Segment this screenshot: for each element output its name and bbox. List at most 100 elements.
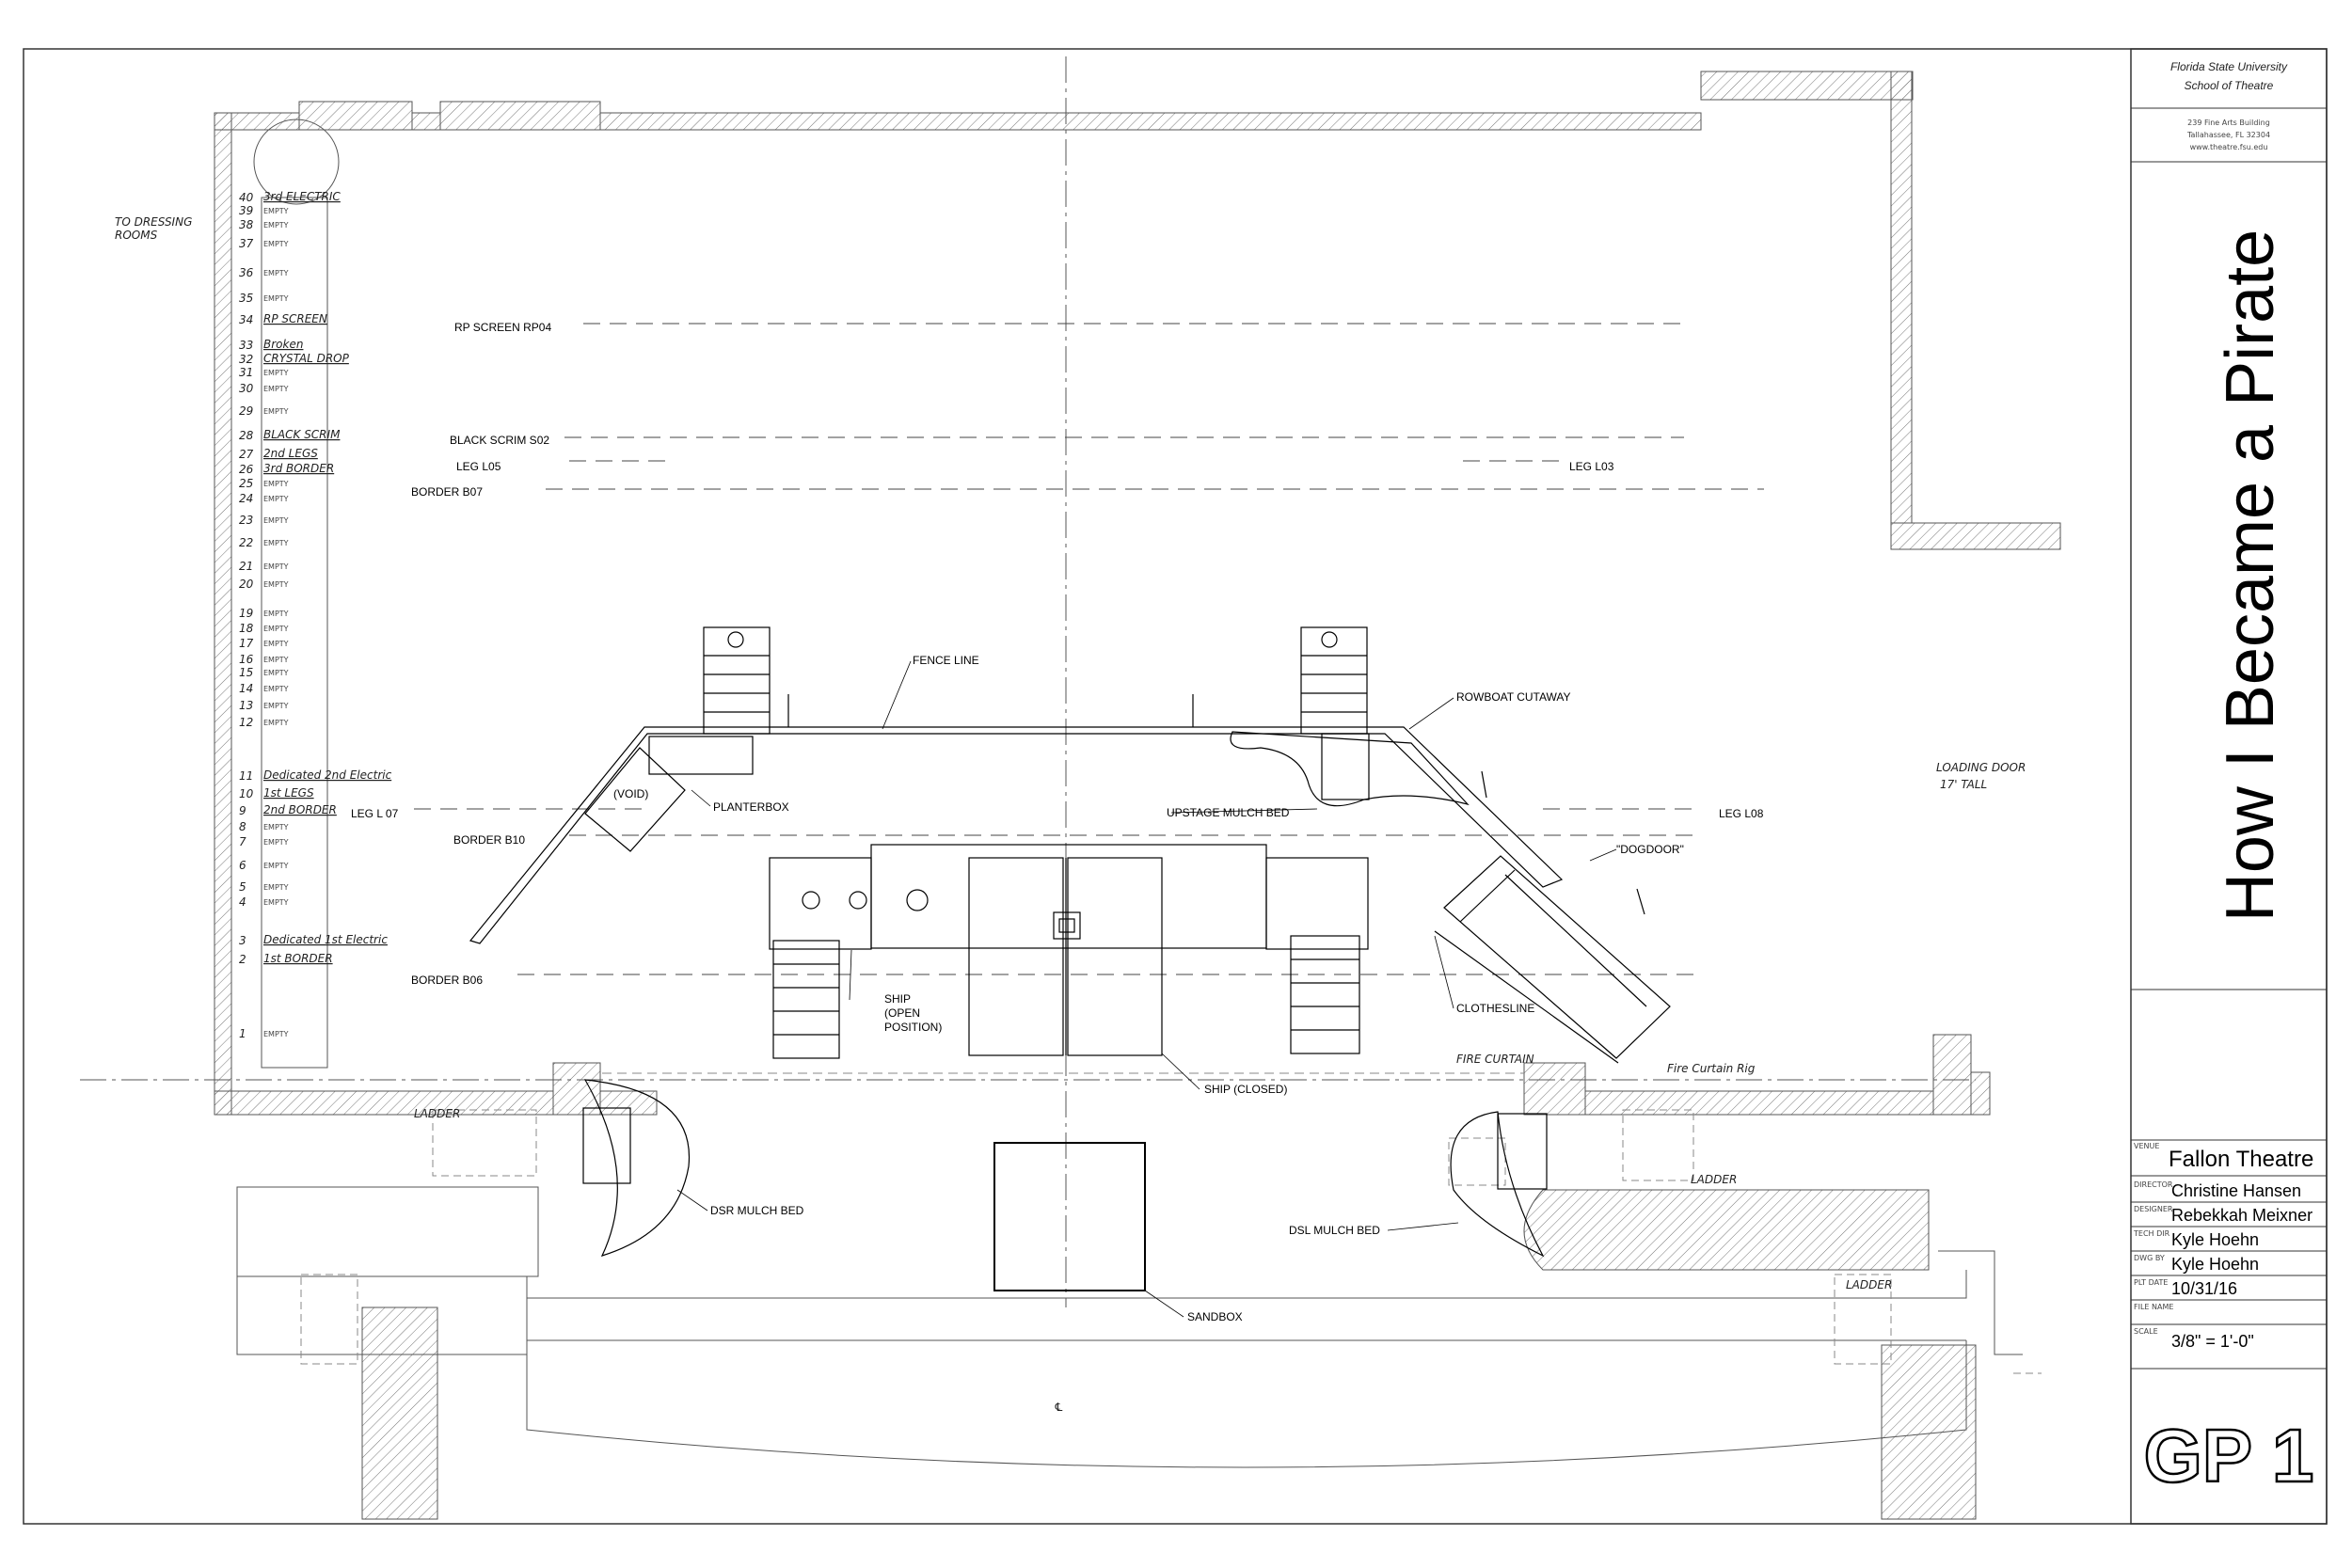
clothesline (1434, 930, 1619, 1064)
label-border-b07: BORDER B07 (411, 485, 483, 499)
lineset-assignment: BLACK SCRIM (263, 428, 341, 441)
tb-file-label: FILE NAME (2134, 1303, 2173, 1311)
lineset-number: 3 (239, 934, 246, 947)
lineset-number: 27 (239, 448, 254, 461)
lineset-number: 15 (239, 666, 253, 679)
lineset-assignment: 1st LEGS (263, 786, 314, 800)
lineset-empty: EMPTY (263, 516, 289, 525)
lineset-empty: EMPTY (263, 838, 289, 847)
tb-school-1: Florida State University (2170, 60, 2288, 73)
lineset-empty: EMPTY (263, 625, 289, 633)
lineset-assignment: RP SCREEN (263, 312, 327, 325)
lineset-number: 29 (239, 404, 253, 418)
ship-sr-half (1067, 857, 1163, 1056)
label-leg-l05: LEG L05 (456, 460, 501, 473)
lineset-empty: EMPTY (263, 656, 289, 664)
tb-scale-label: SCALE (2134, 1327, 2158, 1336)
dsr-mulch-bed (583, 1079, 691, 1257)
note-loading-2: 17' TALL (1940, 778, 1987, 791)
planterbox (648, 736, 754, 775)
tb-plot-date: 10/31/16 (2171, 1279, 2237, 1298)
note-fire-curtain-rig: Fire Curtain Rig (1667, 1062, 1756, 1075)
lineset-number: 33 (239, 339, 253, 352)
label-ship-open-3: POSITION) (884, 1021, 942, 1034)
title-block: Florida State University School of Theat… (2130, 48, 2328, 1525)
lineset-number: 25 (239, 477, 253, 490)
tb-drawn-by: Kyle Hoehn (2171, 1255, 2259, 1274)
ship-sl-half (968, 857, 1064, 1056)
note-dressing-1: TO DRESSING (115, 215, 192, 229)
lineset-rail (253, 119, 340, 1069)
tb-address-3: www.theatre.fsu.edu (2190, 143, 2268, 151)
dashed-outlines (300, 1109, 2042, 1374)
scenery (469, 626, 1671, 1291)
lineset-number: 13 (239, 699, 253, 712)
lineset-number: 19 (239, 607, 253, 620)
fence-line (469, 726, 1564, 944)
building-walls (214, 71, 2061, 1520)
tb-address-2: Tallahassee, FL 32304 (2186, 131, 2270, 139)
lineset-number: 9 (239, 804, 246, 817)
lineset-number: 31 (239, 366, 253, 379)
hanging-lines (414, 323, 1764, 975)
label-dsl-mulch: DSL MULCH BED (1289, 1224, 1380, 1237)
lineset-assignment: 3rd BORDER (263, 462, 334, 475)
lineset-empty: EMPTY (263, 294, 289, 303)
dsl-mulch-bed (1450, 1111, 1545, 1258)
leader-lines (676, 660, 1617, 1318)
lineset-empty: EMPTY (263, 610, 289, 618)
tb-sheet-number: GP 1 (2144, 1414, 2314, 1497)
lineset-number: 26 (239, 463, 254, 476)
lineset-empty: EMPTY (263, 562, 289, 571)
lineset-empty: EMPTY (263, 580, 289, 589)
tb-venue: Fallon Theatre (2169, 1147, 2313, 1172)
lineset-empty: EMPTY (263, 883, 289, 892)
note-fire-curtain: FIRE CURTAIN (1456, 1053, 1534, 1066)
void-box (584, 747, 686, 852)
us-platform-right (1300, 626, 1368, 735)
hanging-labels: RP SCREEN RP04 BLACK SCRIM S02 LEG L05 L… (351, 321, 1764, 987)
label-rowboat: ROWBOAT CUTAWAY (1456, 690, 1571, 704)
lineset-number: 32 (239, 353, 253, 366)
lineset-empty: EMPTY (263, 1030, 289, 1038)
ship-left-unit (769, 857, 872, 950)
ship-stair-left (772, 940, 840, 1059)
tb-school-2: School of Theatre (2185, 79, 2274, 92)
tb-address-1: 239 Fine Arts Building (2187, 119, 2270, 127)
lineset-number: 11 (239, 769, 253, 783)
lineset-number: 40 (239, 191, 254, 204)
note-ladder-sl: LADDER (1846, 1278, 1892, 1291)
lineset-number: 24 (239, 492, 253, 505)
lineset-number: 21 (239, 560, 253, 573)
label-upstage-mulch: UPSTAGE MULCH BED (1167, 806, 1290, 819)
dsl-wall-section (1523, 1189, 1930, 1271)
lineset-number: 4 (239, 895, 246, 909)
lineset-empty: EMPTY (263, 385, 289, 393)
label-ship-open-1: SHIP (884, 992, 911, 1006)
scenery-callouts: FENCE LINE ROWBOAT CUTAWAY PLANTERBOX (V… (613, 654, 1684, 1323)
lineset-number: 22 (239, 536, 253, 549)
lineset-empty: EMPTY (263, 702, 289, 710)
lineset-empty: EMPTY (263, 640, 289, 648)
tb-designer-label: DESIGNER (2134, 1205, 2173, 1213)
tb-director: Christine Hansen (2171, 1181, 2301, 1200)
label-leg-l03: LEG L03 (1569, 460, 1614, 473)
lineset-assignment: 3rd ELECTRIC (263, 190, 341, 203)
tb-director-label: DIRECTOR (2134, 1180, 2173, 1189)
label-black-scrim: BLACK SCRIM S02 (450, 434, 549, 447)
lineset-number: 10 (239, 787, 254, 800)
lineset-number: 5 (239, 880, 246, 894)
lineset-number: 23 (239, 514, 253, 527)
tb-techdir-label: TECH DIR (2133, 1229, 2170, 1238)
lineset-assignment: Dedicated 1st Electric (263, 933, 388, 946)
lineset-empty: EMPTY (263, 539, 289, 547)
tb-tech-dir: Kyle Hoehn (2171, 1230, 2259, 1249)
note-loading-1: LOADING DOOR (1936, 761, 2026, 774)
lineset-assignment: Broken (263, 338, 303, 351)
lineset-number: 17 (239, 637, 254, 650)
lineset-number: 37 (239, 237, 254, 250)
lineset-assignment: 1st BORDER (263, 952, 333, 965)
tb-dwg-label: DWG BY (2134, 1254, 2165, 1262)
